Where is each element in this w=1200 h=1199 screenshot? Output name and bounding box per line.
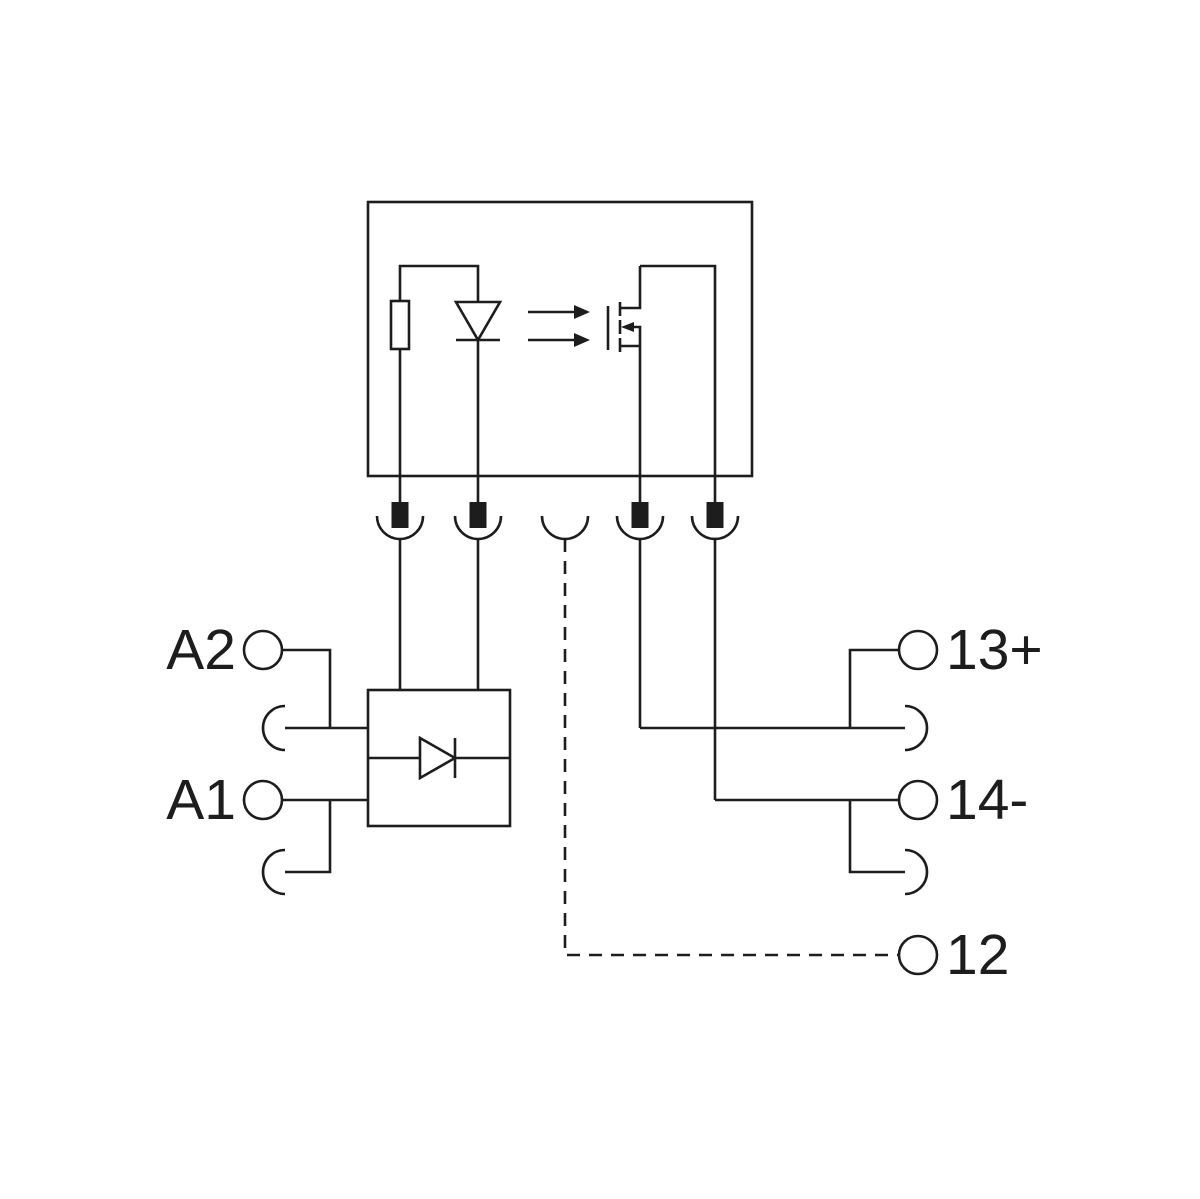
socket-contact-icon bbox=[690, 515, 740, 541]
plug-pin-icon bbox=[391, 502, 409, 528]
clamp-socket-icon bbox=[261, 848, 286, 896]
coupling-arrow-lines bbox=[528, 310, 576, 342]
wire-a2 bbox=[282, 648, 368, 730]
terminal-circle-14 bbox=[897, 779, 939, 821]
terminal-group-13 bbox=[640, 629, 939, 752]
terminal-label-a2: A2 bbox=[166, 618, 236, 682]
diode-triangle bbox=[453, 300, 503, 343]
terminal-circle-12 bbox=[897, 934, 939, 976]
resistor-icon bbox=[389, 299, 411, 351]
terminal-circle-a1 bbox=[242, 779, 284, 821]
bridge-rectifier-icon bbox=[366, 688, 512, 828]
wire-14 bbox=[715, 798, 905, 874]
relay-module-outline bbox=[366, 200, 754, 478]
coupling-arrowhead-top bbox=[574, 305, 590, 319]
terminal-label-12: 12 bbox=[946, 923, 1009, 987]
socket-contact-icon bbox=[615, 515, 665, 541]
terminal-label-13: 13+ bbox=[946, 618, 1043, 682]
wire-dashed-to-12 bbox=[563, 539, 899, 957]
coupling-arrowhead-bottom bbox=[574, 333, 590, 347]
led-diode-icon bbox=[453, 300, 503, 343]
terminal-circle-a2 bbox=[242, 629, 284, 671]
plug-pin-icon bbox=[631, 502, 649, 528]
terminal-group-12 bbox=[897, 934, 939, 976]
clamp-socket-icon bbox=[904, 848, 929, 896]
optical-coupling-icon bbox=[528, 305, 590, 347]
wire-13 bbox=[640, 648, 905, 730]
input-branch-wire bbox=[398, 264, 480, 502]
wire-a1 bbox=[282, 798, 368, 874]
mosfet-leads bbox=[620, 266, 642, 502]
mosfet-body-arrowhead bbox=[621, 322, 634, 332]
terminal-group-a2 bbox=[242, 629, 368, 752]
output-branch-wire bbox=[640, 264, 717, 502]
plug-connector-row bbox=[375, 502, 740, 541]
stroke-layer bbox=[242, 200, 939, 976]
label-layer: A2 A1 13+ 14- 12 bbox=[166, 618, 1042, 987]
terminal-circle-13 bbox=[897, 629, 939, 671]
terminal-group-a1 bbox=[242, 779, 368, 896]
socket-contact-icon bbox=[453, 515, 503, 541]
plug-pin-icon bbox=[469, 502, 487, 528]
socket-contact-icon bbox=[375, 515, 425, 541]
socket-contact-icon bbox=[540, 515, 590, 541]
plug-pin-icon bbox=[706, 502, 724, 528]
terminal-label-a1: A1 bbox=[166, 768, 236, 832]
terminal-group-14 bbox=[715, 779, 939, 896]
rectifier-diode-triangle bbox=[418, 735, 458, 781]
mosfet-icon bbox=[606, 266, 642, 502]
clamp-socket-icon bbox=[904, 704, 929, 752]
clamp-socket-icon bbox=[261, 704, 286, 752]
terminal-label-14: 14- bbox=[946, 768, 1028, 832]
